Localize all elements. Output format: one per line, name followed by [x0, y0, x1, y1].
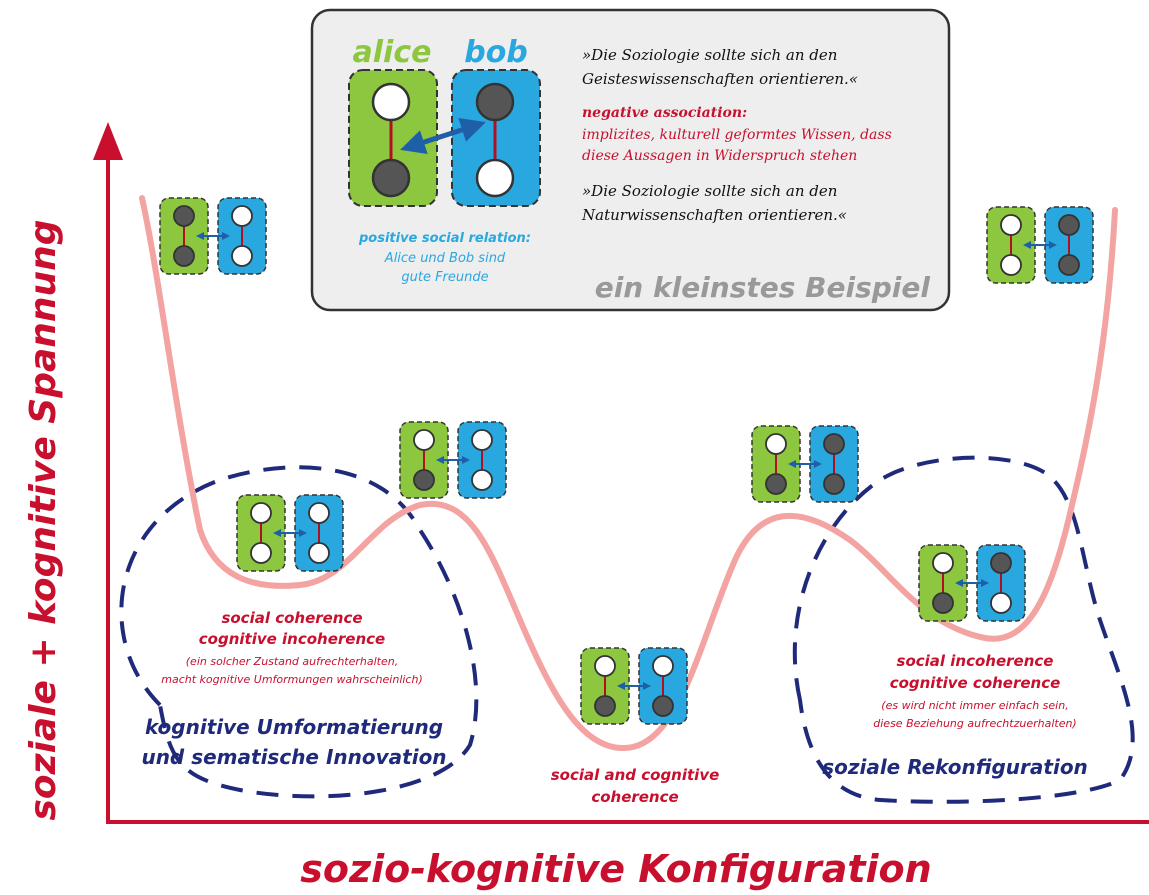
- bob-node-top: [652, 655, 674, 677]
- right-region-label: soziale Rekonfiguration: [822, 755, 1088, 779]
- center-valley-title1: social and cognitive: [551, 766, 720, 784]
- alice-node-top: [594, 655, 616, 677]
- bob-node-top: [471, 429, 493, 451]
- x-axis-label: sozio-kognitive Konfiguration: [300, 847, 931, 891]
- glyph-left-peak: [159, 197, 267, 275]
- glyph-right-valley: [918, 544, 1026, 622]
- alice-node-bottom: [1000, 254, 1022, 276]
- right-valley-note2: diese Beziehung aufrechtzuerhalten): [873, 717, 1076, 730]
- negative-association-title: negative association:: [582, 105, 747, 121]
- axes: soziale + kognitive Spannung sozio-kogni…: [23, 122, 1149, 891]
- right-region-dashed-outline: [792, 455, 1135, 804]
- left-valley-label: social coherence cognitive incoherence (…: [161, 609, 423, 686]
- left-valley-title2: cognitive incoherence: [199, 630, 385, 648]
- glyph-left-valley: [236, 494, 344, 572]
- alice-node-bottom: [250, 542, 272, 564]
- glyph-center-valley: [580, 647, 688, 725]
- bob-node-top: [1058, 214, 1080, 236]
- statement-2-line2: Naturwissenschaften orientieren.«: [581, 206, 847, 224]
- left-region-label-line2: und sematische Innovation: [141, 745, 446, 769]
- positive-relation-line2: gute Freunde: [401, 270, 488, 285]
- bob-node-bottom: [823, 473, 845, 495]
- social-relation-arrow: [400, 117, 486, 155]
- bob-node-top: [231, 205, 253, 227]
- agent-bob-label: bob: [464, 35, 528, 70]
- glyph-right-peak: [986, 206, 1094, 284]
- center-valley-title2: coherence: [591, 788, 678, 806]
- alice-node-top: [371, 82, 411, 122]
- alice-node-bottom: [173, 245, 195, 267]
- left-valley-note1: (ein solcher Zustand aufrechterhalten,: [186, 655, 398, 668]
- left-region-dashed-outline: [119, 465, 479, 799]
- example-box: alice bob positive social relation: Alic…: [310, 8, 951, 312]
- positive-relation-title: positive social relation:: [358, 231, 531, 246]
- bob-node-bottom: [652, 695, 674, 717]
- alice-node-top: [932, 552, 954, 574]
- bob-node-bottom: [1058, 254, 1080, 276]
- positive-relation-line1: Alice und Bob sind: [384, 251, 506, 266]
- bob-node-bottom: [308, 542, 330, 564]
- alice-node-bottom: [413, 469, 435, 491]
- alice-node-bottom: [371, 158, 411, 198]
- statement-1-line1: »Die Soziologie sollte sich an den: [582, 46, 837, 64]
- alice-node-top: [1000, 214, 1022, 236]
- bob-node-top: [475, 82, 515, 122]
- y-axis-label: soziale + kognitive Spannung: [23, 219, 64, 820]
- bob-node-bottom: [471, 469, 493, 491]
- negative-association-line1: implizites, kulturell geformtes Wissen, …: [582, 127, 892, 143]
- statement-1-line2: Geisteswissenschaften orientieren.«: [582, 70, 858, 88]
- alice-node-bottom: [765, 473, 787, 495]
- example-box-caption: ein kleinstes Beispiel: [595, 271, 931, 304]
- agent-alice-label: alice: [353, 35, 432, 70]
- negative-association-line2: diese Aussagen in Widerspruch stehen: [582, 148, 857, 164]
- y-axis-arrowhead: [93, 122, 123, 160]
- alice-node-bottom: [594, 695, 616, 717]
- left-valley-note2: macht kognitive Umformungen wahrscheinli…: [161, 673, 423, 686]
- left-region-label-line1: kognitive Umformatierung: [145, 715, 443, 739]
- alice-node-top: [413, 429, 435, 451]
- left-valley-title1: social coherence: [221, 609, 362, 627]
- bob-node-bottom: [231, 245, 253, 267]
- center-valley-label: social and cognitive coherence: [551, 766, 720, 806]
- glyph-right-hill: [751, 425, 859, 503]
- bob-node-top: [308, 502, 330, 524]
- bob-node-top: [990, 552, 1012, 574]
- bob-node-top: [823, 433, 845, 455]
- right-valley-title2: cognitive coherence: [890, 674, 1061, 692]
- alice-node-top: [250, 502, 272, 524]
- right-valley-note1: (es wird nicht immer einfach sein,: [881, 699, 1068, 712]
- glyph-left-hill: [399, 421, 507, 499]
- alice-node-top: [173, 205, 195, 227]
- state-glyphs: [159, 197, 1094, 725]
- energy-landscape-curve: [139, 195, 1118, 752]
- right-valley-label: social incoherence cognitive coherence (…: [873, 652, 1076, 730]
- alice-node-bottom: [932, 592, 954, 614]
- bob-node-bottom: [475, 158, 515, 198]
- right-valley-title1: social incoherence: [897, 652, 1054, 670]
- statement-2-line1: »Die Soziologie sollte sich an den: [582, 182, 837, 200]
- bob-node-bottom: [990, 592, 1012, 614]
- alice-node-top: [765, 433, 787, 455]
